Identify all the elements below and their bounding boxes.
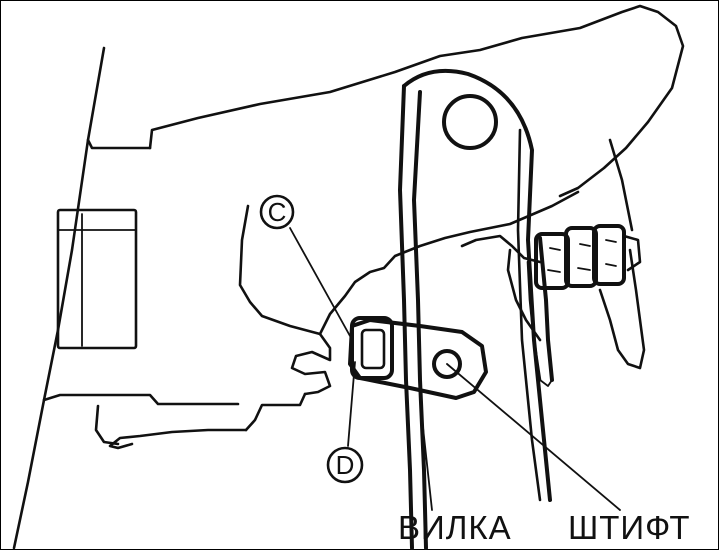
fork-lever xyxy=(398,68,552,550)
frame-slot xyxy=(56,208,138,350)
adjuster-linkage xyxy=(460,138,646,387)
callout-d-text: D xyxy=(336,450,355,480)
adjuster-nut xyxy=(534,224,642,290)
bracket-plate xyxy=(94,190,580,450)
leader-lines xyxy=(289,227,621,511)
callout-c: C xyxy=(259,194,295,230)
callout-c-text: C xyxy=(268,197,287,227)
lever-pivot-hole xyxy=(442,94,498,150)
clevis xyxy=(348,316,488,400)
pin-label: ШТИФТ xyxy=(568,509,691,546)
callout-d: D xyxy=(326,446,364,484)
pin-hole xyxy=(432,349,462,379)
fork-label: ВИЛКА xyxy=(398,509,512,546)
